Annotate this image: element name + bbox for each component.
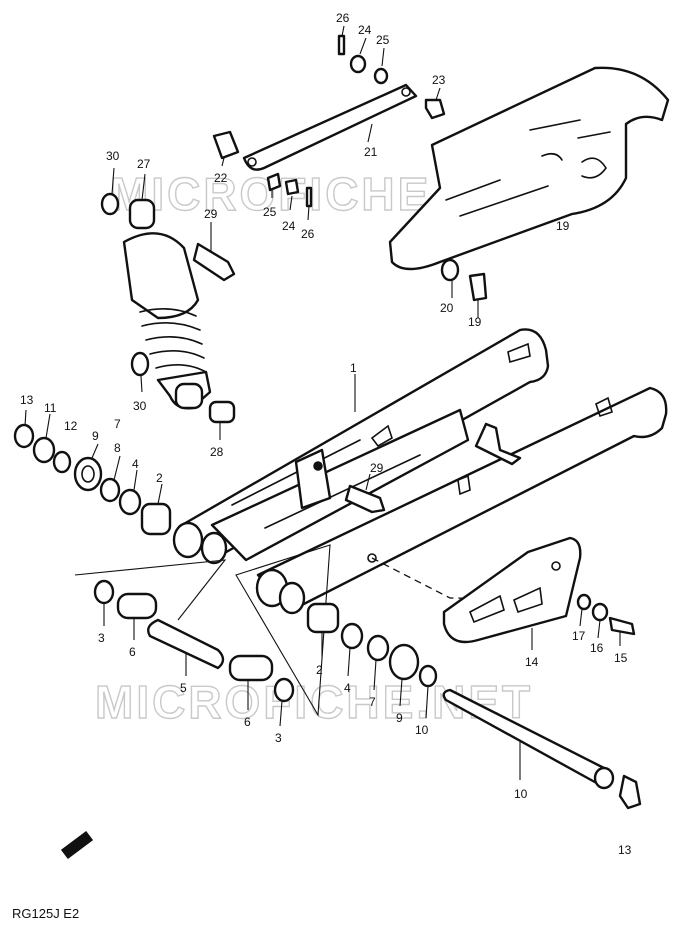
callout-3: 3 bbox=[98, 631, 105, 645]
cap-11 bbox=[32, 436, 56, 464]
callout-23: 23 bbox=[432, 73, 446, 87]
callout-9-b: 9 bbox=[396, 711, 403, 725]
washer-25 bbox=[266, 172, 282, 192]
callout-3-b: 3 bbox=[275, 731, 282, 745]
bolt-15 bbox=[608, 616, 636, 636]
callout-22: 22 bbox=[214, 171, 228, 185]
callout-30: 30 bbox=[133, 399, 147, 413]
bushing-2-b bbox=[306, 602, 340, 634]
bushing-28 bbox=[208, 400, 236, 424]
circlip-3-b bbox=[273, 677, 295, 703]
pin-26-top bbox=[337, 34, 346, 56]
callout-27: 27 bbox=[137, 157, 151, 171]
collar-5 bbox=[147, 618, 225, 670]
callout-24-top: 24 bbox=[358, 23, 372, 37]
callout-16: 16 bbox=[590, 641, 604, 655]
nut-24-top bbox=[349, 54, 367, 74]
bolt-22 bbox=[212, 130, 240, 160]
torque-link bbox=[242, 83, 418, 171]
callout-19: 19 bbox=[468, 315, 482, 329]
leader-lines bbox=[24, 25, 621, 780]
callout-1: 1 bbox=[350, 361, 357, 375]
axle-clip-13 bbox=[618, 774, 642, 810]
washer-17 bbox=[576, 593, 592, 611]
callout-26-top: 26 bbox=[336, 11, 350, 25]
chain-adjuster-plate bbox=[442, 536, 582, 644]
seal-4 bbox=[118, 488, 142, 516]
callout-13-b: 13 bbox=[618, 843, 632, 857]
callout-14: 14 bbox=[525, 655, 539, 669]
bolt-23 bbox=[424, 98, 446, 120]
callout-28: 28 bbox=[210, 445, 224, 459]
model-code: RG125J E2 bbox=[12, 906, 79, 921]
callout-21: 21 bbox=[364, 145, 378, 159]
callout-10-b: 10 bbox=[415, 723, 429, 737]
washer-7 bbox=[99, 477, 121, 503]
callout-19-case: 19 bbox=[556, 219, 570, 233]
callout-29-top: 29 bbox=[204, 207, 218, 221]
swing-arm bbox=[172, 328, 668, 615]
callout-11: 11 bbox=[44, 401, 57, 415]
callout-24: 24 bbox=[282, 219, 296, 233]
callout-30-top: 30 bbox=[106, 149, 120, 163]
callout-10: 10 bbox=[514, 787, 528, 801]
bolt-29-top bbox=[192, 242, 236, 282]
washer-10-b bbox=[418, 664, 438, 688]
callout-17: 17 bbox=[572, 629, 586, 643]
bushing-2 bbox=[140, 502, 172, 536]
callout-29: 29 bbox=[370, 461, 384, 475]
bolt-29-lower bbox=[344, 484, 386, 514]
callout-12: 12 bbox=[64, 419, 78, 433]
callout-25-top: 25 bbox=[376, 33, 390, 47]
callout-25: 25 bbox=[263, 205, 277, 219]
washer-12 bbox=[52, 450, 72, 474]
bushing-6-b bbox=[228, 654, 274, 682]
bearing-9 bbox=[73, 456, 103, 492]
callout-15: 15 bbox=[614, 651, 628, 665]
washer-7-b bbox=[366, 634, 390, 662]
callout-2-b: 2 bbox=[316, 663, 323, 677]
callout-7: 7 bbox=[114, 417, 121, 431]
circlip-13 bbox=[13, 423, 35, 449]
bushing-6 bbox=[116, 592, 158, 620]
nut-24 bbox=[284, 178, 300, 196]
washer-20 bbox=[440, 258, 460, 282]
front-direction-icon bbox=[60, 830, 94, 860]
callout-13: 13 bbox=[20, 393, 34, 407]
callout-5: 5 bbox=[180, 681, 187, 695]
pin-26 bbox=[305, 186, 313, 208]
callout-6: 6 bbox=[129, 645, 136, 659]
bearing-9-b bbox=[388, 643, 420, 681]
callout-7-b: 7 bbox=[369, 695, 376, 709]
callout-2: 2 bbox=[156, 471, 163, 485]
callout-26: 26 bbox=[301, 227, 315, 241]
bolt-19 bbox=[468, 272, 488, 302]
callouts: 26 24 25 23 21 22 25 24 26 30 27 29 19 2… bbox=[20, 11, 632, 857]
axle-nut bbox=[593, 766, 615, 790]
seal-4-b bbox=[340, 622, 364, 650]
circlip-3 bbox=[93, 579, 115, 605]
callout-9: 9 bbox=[92, 429, 99, 443]
nut-16 bbox=[591, 602, 609, 622]
assembly-guide-left bbox=[74, 559, 227, 621]
callout-8: 8 bbox=[114, 441, 121, 455]
callout-4-b: 4 bbox=[344, 681, 351, 695]
callout-6-b: 6 bbox=[244, 715, 251, 729]
callout-4: 4 bbox=[132, 457, 139, 471]
washer-25-top bbox=[373, 67, 389, 85]
callout-20: 20 bbox=[440, 301, 454, 315]
rear-shock bbox=[100, 192, 212, 410]
chain-case bbox=[388, 66, 670, 271]
